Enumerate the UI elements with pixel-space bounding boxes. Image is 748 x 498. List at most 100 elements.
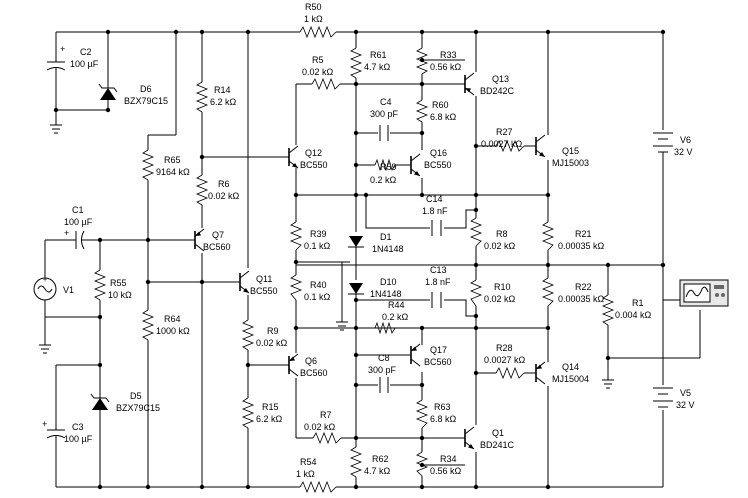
c1-capacitor bbox=[72, 230, 87, 250]
d5-name: D5 bbox=[130, 391, 142, 401]
c13-capacitor bbox=[431, 292, 442, 308]
r8-name: R8 bbox=[496, 229, 508, 239]
q14-value: MJ15004 bbox=[552, 374, 589, 384]
d6-name: D6 bbox=[140, 84, 152, 94]
r39-value: 0.1 kΩ bbox=[304, 241, 331, 251]
sources: + bbox=[33, 132, 729, 408]
r6-name: R6 bbox=[218, 179, 230, 189]
r65-value: 9164 kΩ bbox=[156, 167, 190, 177]
r21-value: 0.00035 kΩ bbox=[558, 241, 605, 251]
r63-resistor bbox=[415, 399, 429, 429]
d10-value: 1N4148 bbox=[370, 289, 402, 299]
r6-resistor bbox=[195, 174, 209, 206]
q11-transistor bbox=[228, 270, 250, 294]
r55-name: R55 bbox=[110, 278, 127, 288]
v1-name: V1 bbox=[63, 285, 74, 295]
r61-resistor bbox=[349, 47, 363, 79]
c4-value: 300 pF bbox=[370, 109, 399, 119]
r8-value: 0.02 kΩ bbox=[484, 241, 516, 251]
r21-name: R21 bbox=[575, 229, 592, 239]
r34-value: 0.56 kΩ bbox=[430, 466, 462, 476]
c3-capacitor bbox=[46, 420, 66, 446]
q15-value: MJ15003 bbox=[552, 158, 589, 168]
q14-name: Q14 bbox=[562, 362, 579, 372]
d6-zener bbox=[98, 80, 118, 100]
r61-name: R61 bbox=[370, 50, 387, 60]
r9-resistor bbox=[241, 319, 255, 351]
r1-value: 0.004 kΩ bbox=[615, 310, 652, 320]
q12-name: Q12 bbox=[305, 148, 322, 158]
svg-text:+: + bbox=[43, 277, 47, 284]
diodes bbox=[90, 80, 364, 410]
c4-name: C4 bbox=[380, 97, 392, 107]
q6-name: Q6 bbox=[305, 356, 317, 366]
r27-value: 0.0027 kΩ bbox=[481, 139, 523, 149]
r33-resistor bbox=[415, 47, 429, 75]
c8-capacitor bbox=[379, 377, 389, 393]
q15-transistor bbox=[524, 134, 546, 158]
r65-resistor bbox=[141, 149, 155, 181]
c2-name: C2 bbox=[80, 47, 92, 57]
d1-diode bbox=[348, 236, 364, 248]
r9-value: 0.02 kΩ bbox=[256, 338, 288, 348]
resistors bbox=[93, 25, 615, 494]
r22-name: R22 bbox=[575, 282, 592, 292]
c14-capacitor bbox=[431, 220, 442, 236]
r34-resistor bbox=[415, 451, 429, 477]
q12-transistor bbox=[277, 145, 299, 169]
r28-value: 0.0027 kΩ bbox=[484, 355, 526, 365]
r6-value: 0.02 kΩ bbox=[208, 191, 240, 201]
r62-value: 4.7 kΩ bbox=[364, 466, 391, 476]
c14-value: 1.8 nF bbox=[422, 206, 448, 216]
q7-transistor bbox=[183, 228, 205, 252]
r59-name: R59 bbox=[380, 162, 397, 172]
r63-name: R63 bbox=[434, 402, 451, 412]
r14-resistor bbox=[195, 81, 209, 113]
r28-name: R28 bbox=[496, 343, 513, 353]
c14-name: C14 bbox=[426, 194, 443, 204]
c8-value: 300 pF bbox=[368, 365, 397, 375]
c1-name: C1 bbox=[72, 205, 84, 215]
r44-name: R44 bbox=[388, 300, 405, 310]
r39-resistor bbox=[289, 221, 303, 251]
capacitors: + + + bbox=[42, 44, 442, 446]
r55-resistor bbox=[93, 269, 107, 301]
r55-value: 10 kΩ bbox=[108, 290, 132, 300]
q1-transistor bbox=[453, 426, 475, 450]
c1-value: 100 µF bbox=[64, 217, 93, 227]
r44-resistor bbox=[374, 321, 396, 335]
c3-name: C3 bbox=[72, 422, 84, 432]
r27-resistor bbox=[495, 139, 525, 153]
r8-resistor bbox=[469, 217, 483, 247]
junction-dots bbox=[53, 29, 666, 490]
r5-value: 0.02 kΩ bbox=[302, 67, 334, 77]
v5-value: 32 V bbox=[676, 400, 695, 410]
q13-transistor bbox=[453, 72, 475, 96]
r9-name: R9 bbox=[267, 326, 279, 336]
v6-value: 32 V bbox=[674, 147, 693, 157]
r54-value: 1 kΩ bbox=[296, 469, 315, 479]
v5-battery bbox=[653, 387, 673, 408]
v1-source: + bbox=[33, 277, 57, 301]
r5-resistor bbox=[311, 77, 341, 91]
r22-value: 0.00035 kΩ bbox=[558, 294, 605, 304]
r22-resistor bbox=[541, 277, 555, 307]
r60-name: R60 bbox=[432, 100, 449, 110]
r50-resistor bbox=[299, 25, 337, 39]
c2-plus: + bbox=[60, 44, 65, 54]
q13-name: Q13 bbox=[492, 74, 509, 84]
d1-name: D1 bbox=[380, 232, 392, 242]
r60-value: 6.8 kΩ bbox=[430, 112, 457, 122]
r64-value: 1000 kΩ bbox=[156, 326, 190, 336]
r64-resistor bbox=[141, 309, 155, 341]
q6-value: BC560 bbox=[300, 368, 328, 378]
c3-plus: + bbox=[42, 419, 47, 429]
r40-resistor bbox=[289, 274, 303, 301]
c3-value: 100 µF bbox=[64, 434, 93, 444]
oscilloscope-icon bbox=[679, 279, 729, 307]
r14-value: 6.2 kΩ bbox=[210, 97, 237, 107]
q17-value: BC560 bbox=[424, 357, 452, 367]
r7-resistor bbox=[312, 431, 342, 445]
